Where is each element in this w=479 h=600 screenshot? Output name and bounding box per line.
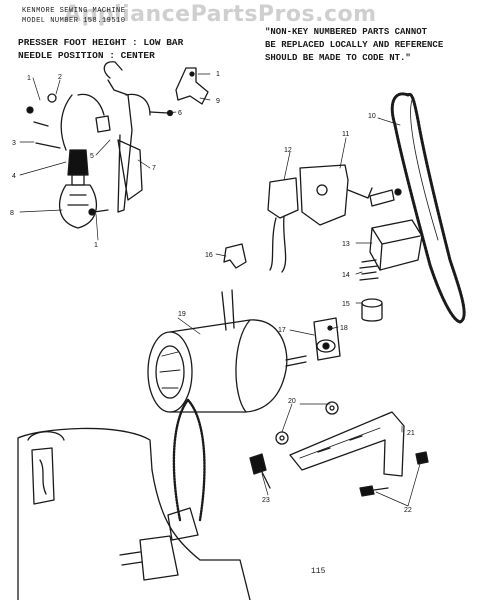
callout-label: 4 (12, 173, 16, 180)
model-header-line-2: MODEL NUMBER 158.19510 (22, 17, 126, 25)
sewing-motor (147, 289, 307, 413)
wiring-block (267, 177, 299, 273)
callout-label: 22 (404, 507, 412, 514)
callout-label: 10 (368, 113, 376, 120)
callout-label: 2 (58, 74, 62, 81)
callout-label: 5 (90, 153, 94, 160)
model-header-line-1: KENMORE SEWING MACHINE (22, 7, 126, 15)
motor-bracket (299, 164, 402, 226)
callout-label: 12 (284, 147, 292, 154)
sewing-machine-head (17, 398, 251, 600)
callout-label: 1 (27, 75, 31, 82)
callout-label: 16 (205, 252, 213, 259)
spring-and-bushing (359, 259, 383, 322)
speed-control-box (369, 219, 423, 271)
callout-label: 9 (216, 98, 220, 105)
presser-foot-spec: PRESSER FOOT HEIGHT : LOW BAR (18, 37, 184, 48)
light-bracket-assembly (88, 61, 174, 216)
drive-belt (390, 92, 466, 324)
callout-leader-lines (19, 73, 421, 507)
callout-label: 7 (152, 165, 156, 172)
mounting-screws (249, 451, 429, 497)
watermark-text: AppliancePartsPros.com (64, 2, 377, 27)
parts-note-line-1: "NON-KEY NUMBERED PARTS CANNOT (265, 27, 428, 37)
callout-labels: 1 2 3 4 5 7 6 8 1 1 9 10 11 12 13 14 15 … (10, 71, 415, 514)
motor-mount-bracket (289, 411, 405, 477)
callout-label: 6 (178, 110, 182, 117)
needle-position-spec: NEEDLE POSITION : CENTER (18, 50, 155, 61)
callout-label: 1 (216, 71, 220, 78)
callout-label: 1 (94, 242, 98, 249)
callout-label: 21 (407, 430, 415, 437)
mounting-clip (223, 243, 247, 269)
callout-label: 20 (288, 398, 296, 405)
parts-note-line-3: SHOULD BE MADE TO CODE NT." (265, 53, 411, 63)
callout-label: 14 (342, 272, 350, 279)
parts-note-line-2: BE REPLACED LOCALLY AND REFERENCE (265, 40, 444, 50)
light-bulb-assembly (26, 93, 105, 229)
callout-label: 23 (262, 497, 270, 504)
page-code: 115 (311, 567, 326, 576)
callout-label: 13 (342, 241, 350, 248)
thread-guide-clip (175, 67, 209, 105)
motor-pulley (313, 317, 341, 361)
callout-label: 19 (178, 311, 186, 318)
callout-label: 15 (342, 301, 350, 308)
callout-label: 11 (342, 131, 349, 138)
callout-label: 17 (278, 327, 286, 334)
callout-label: 3 (12, 140, 16, 147)
callout-label: 8 (10, 210, 14, 217)
callout-label: 18 (340, 325, 348, 332)
